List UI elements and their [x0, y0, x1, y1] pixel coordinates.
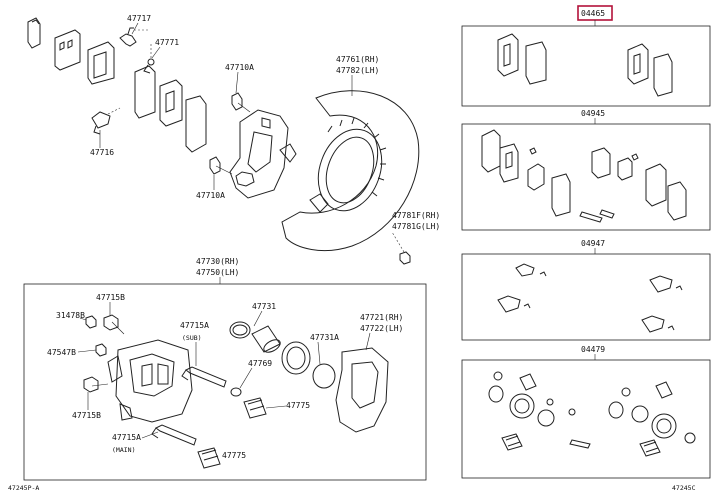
- label-47731a: 47731A: [310, 333, 339, 342]
- label-kit-04465[interactable]: 04465: [581, 9, 605, 18]
- label-47782: 47782(LH): [336, 66, 379, 75]
- label-47715a-sub: 47715A: [180, 321, 209, 330]
- kit-04479-box: [461, 359, 711, 479]
- kit-04465-pads: [497, 33, 673, 97]
- label-47775-a: 47775: [286, 401, 310, 410]
- label-47771: 47771: [155, 38, 179, 47]
- caliper-bracket-top: [229, 109, 297, 199]
- dust-shield-screw: [391, 231, 411, 265]
- label-kit-04479[interactable]: 04479: [581, 345, 605, 354]
- anti-squeal-clip-group: [91, 27, 155, 135]
- kit-04945-box: [461, 123, 711, 231]
- kit-04947-clips: [497, 263, 683, 333]
- bleeder-plug-47547b: [95, 343, 107, 357]
- label-47731: 47731: [252, 302, 276, 311]
- label-47710a-top: 47710A: [225, 63, 254, 72]
- piston-boot: [281, 341, 311, 375]
- label-47775-b: 47775: [222, 451, 246, 460]
- label-47547b: 47547B: [47, 348, 76, 357]
- label-47717: 47717: [127, 14, 151, 23]
- label-47781g: 47781G(LH): [392, 222, 440, 231]
- kit-04945-parts: [481, 129, 687, 223]
- bolt-47710a-bottom: [209, 156, 233, 175]
- slide-pin-boot-b: [197, 447, 221, 469]
- caliper-assembly-frame: [23, 283, 427, 481]
- piston: [251, 325, 281, 353]
- footer-code-left: 47245P-A: [8, 484, 39, 492]
- label-47715b-bottom: 47715B: [72, 411, 101, 420]
- bleeder-plug-47715b-top: [103, 314, 125, 335]
- slide-pin-boot-a: [243, 397, 267, 419]
- label-47722: 47722(LH): [360, 324, 403, 333]
- kit-04465-box: [461, 25, 711, 107]
- kit-04479-seals: [488, 371, 696, 457]
- piston-seal-47731a: [312, 363, 336, 389]
- label-47761: 47761(RH): [336, 55, 379, 64]
- bleeder-cap-31478b: [85, 315, 97, 329]
- label-47721: 47721(RH): [360, 313, 403, 322]
- label-kit-04947[interactable]: 04947: [581, 239, 605, 248]
- piston-seal-47731: [229, 321, 251, 339]
- label-kit-04945[interactable]: 04945: [581, 109, 605, 118]
- label-31478b: 31478B: [56, 311, 85, 320]
- label-47730: 47730(RH): [196, 257, 239, 266]
- disc-dust-shield: [281, 90, 420, 252]
- slide-pin-sub: [181, 366, 227, 388]
- bleeder-plug-47715b-bottom: [83, 376, 109, 393]
- label-47750: 47750(LH): [196, 268, 239, 277]
- label-47710a-bottom: 47710A: [196, 191, 225, 200]
- label-47716: 47716: [90, 148, 114, 157]
- caliper-body: [107, 339, 193, 423]
- slide-pin-main: [151, 424, 197, 446]
- label-47715b-top: 47715B: [96, 293, 125, 302]
- bolt-47710a-top: [231, 92, 251, 113]
- caliper-mounting-bracket: [335, 347, 389, 433]
- label-main: (MAIN): [112, 446, 135, 454]
- slide-bushing-47769: [230, 387, 242, 397]
- label-47769: 47769: [248, 359, 272, 368]
- label-47715a-main: 47715A: [112, 433, 141, 442]
- kit-04947-box: [461, 253, 711, 341]
- pad-support-plate-group: [27, 17, 207, 153]
- label-sub: (SUB): [182, 334, 202, 342]
- label-47781f: 47781F(RH): [392, 211, 440, 220]
- footer-code-right: 47245C: [672, 484, 696, 492]
